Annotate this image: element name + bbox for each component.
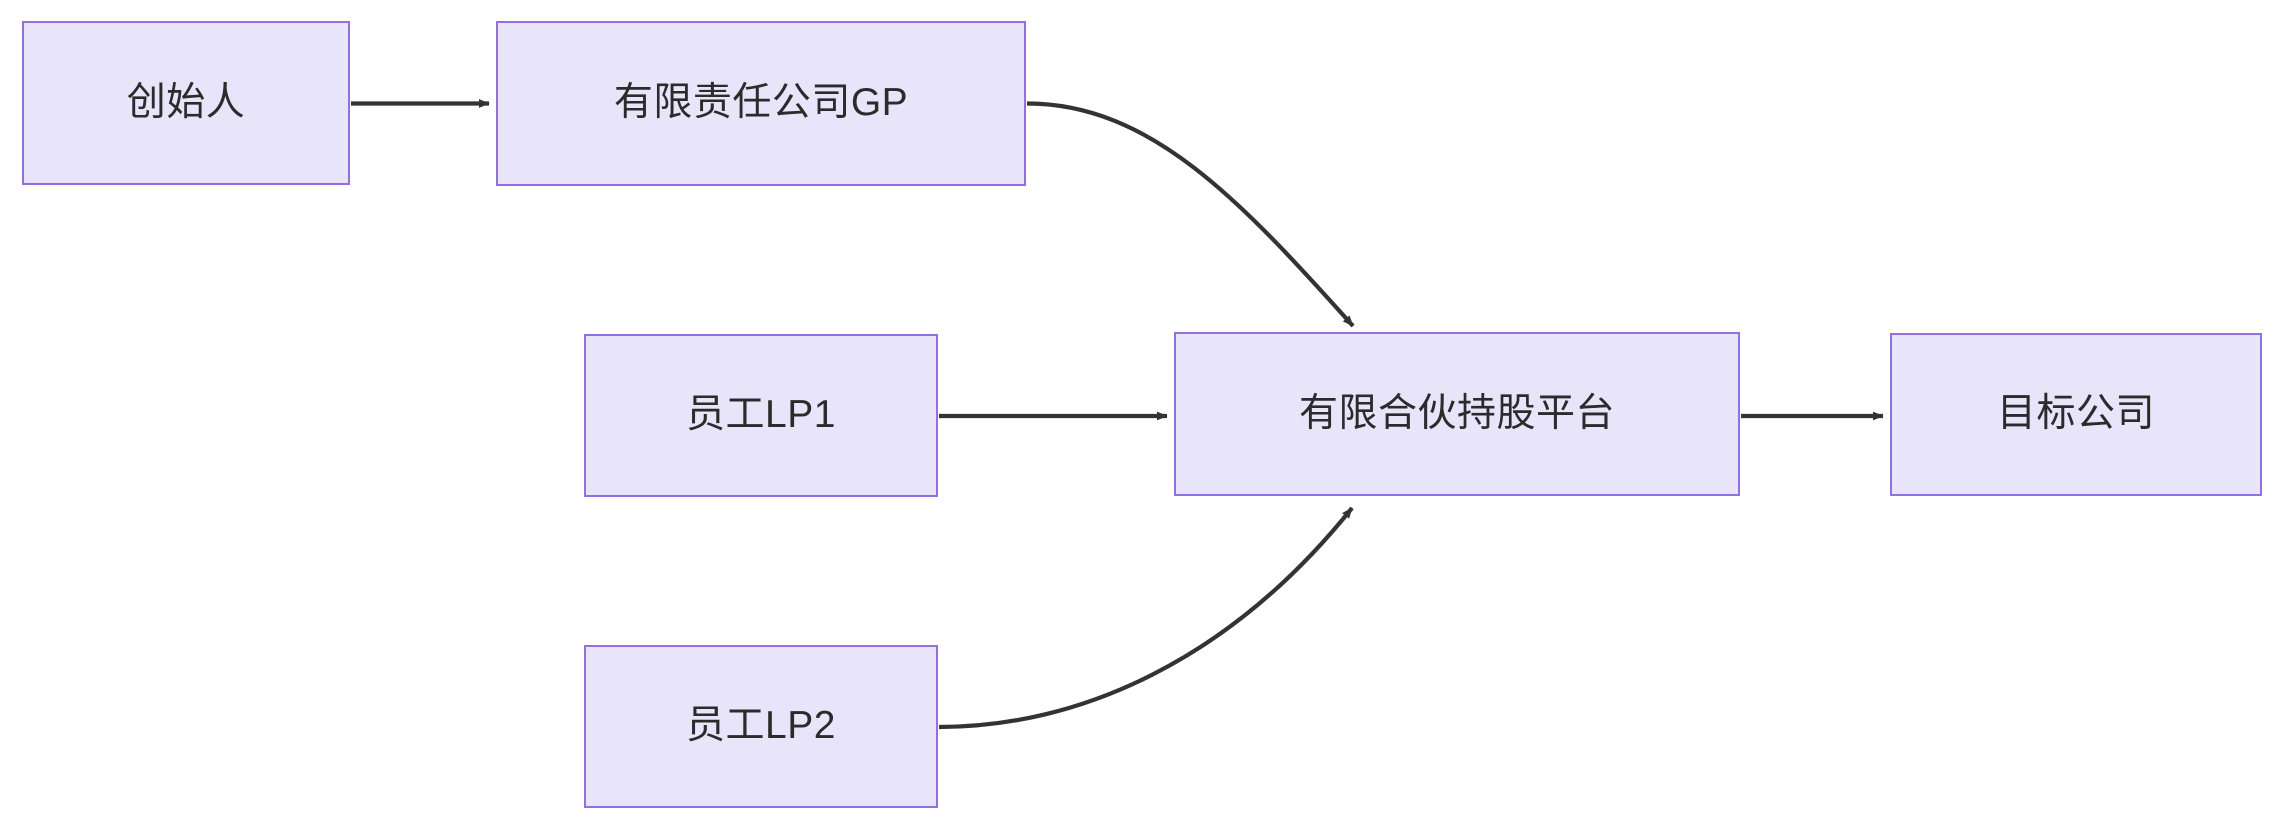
- node-founder-label: 创始人: [126, 80, 246, 124]
- node-target-label: 目标公司: [1996, 392, 2155, 436]
- node-gp-label: 有限责任公司GP: [613, 81, 909, 125]
- edge-lp2-to-platform: [938, 506, 1354, 730]
- node-lp2-label: 员工LP2: [686, 704, 836, 748]
- node-platform[interactable]: 有限合伙持股平台: [1174, 332, 1740, 496]
- node-lp2[interactable]: 员工LP2: [584, 645, 938, 808]
- node-platform-label: 有限合伙持股平台: [1298, 391, 1615, 435]
- node-lp1-label: 员工LP1: [686, 393, 836, 437]
- edge-gp-to-platform: [1026, 101, 1355, 328]
- node-lp1[interactable]: 员工LP1: [584, 334, 938, 497]
- node-gp[interactable]: 有限责任公司GP: [496, 21, 1026, 186]
- node-founder[interactable]: 创始人: [22, 21, 350, 185]
- node-target[interactable]: 目标公司: [1890, 333, 2262, 496]
